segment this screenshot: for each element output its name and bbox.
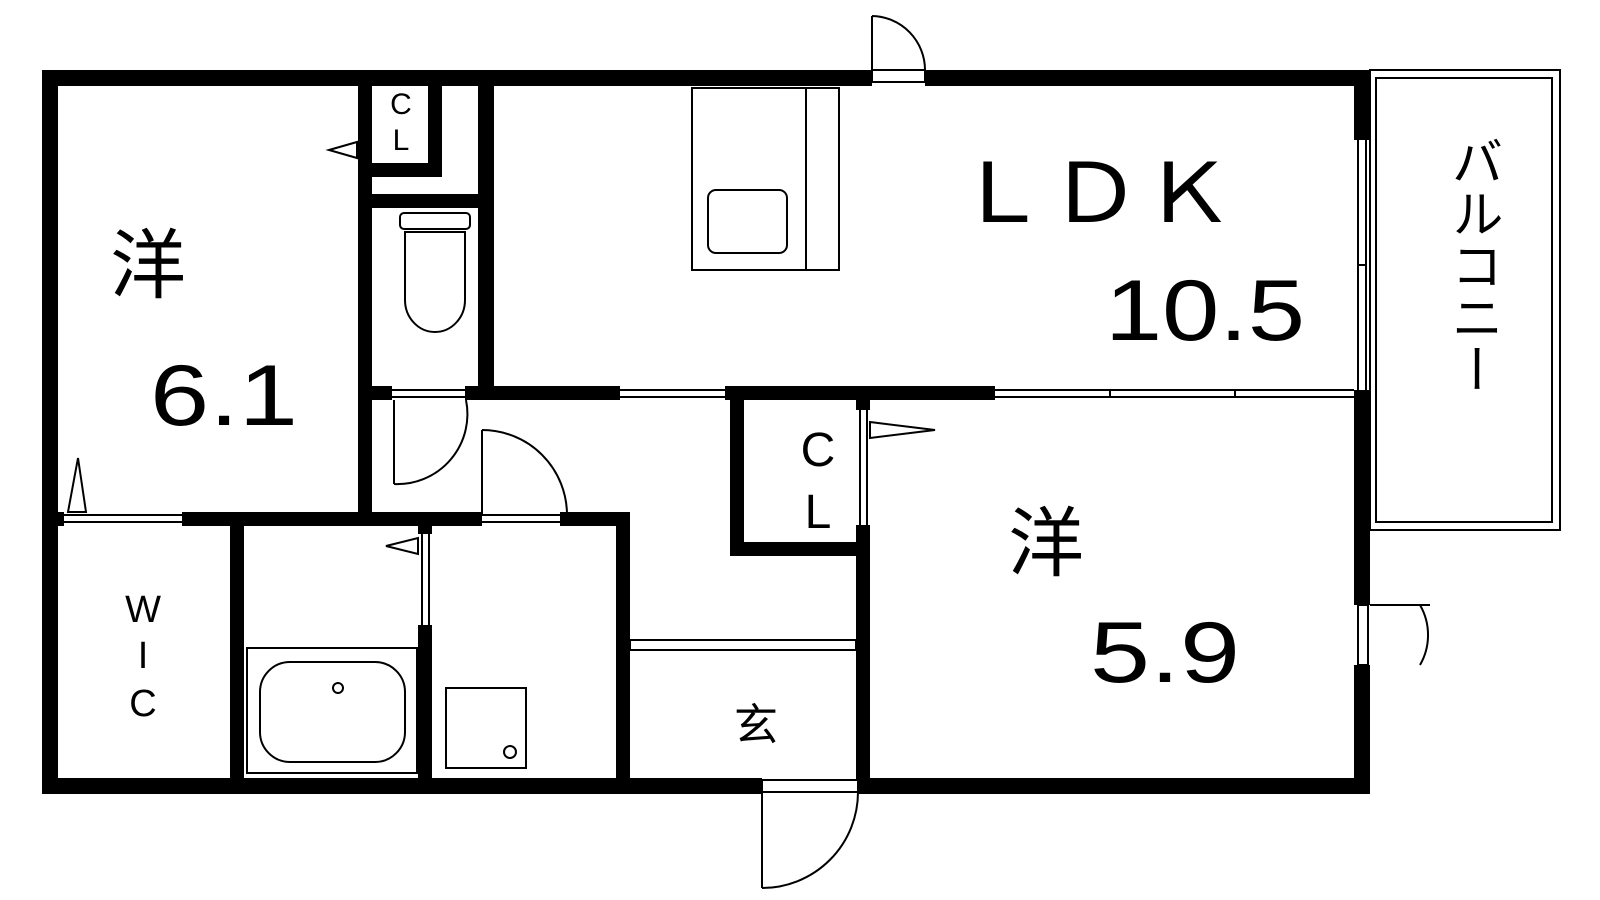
wic-line-1: W <box>125 589 161 631</box>
western-room-1-label: 洋 <box>110 224 186 309</box>
bathtub <box>246 647 418 774</box>
wic-line-2: I <box>138 635 149 677</box>
wic-line-3: C <box>129 683 156 725</box>
western-room-1-size: 6.1 <box>150 348 298 444</box>
toilet-fixture <box>399 212 471 333</box>
ldk-size: 10.5 <box>1105 263 1305 359</box>
closet-small-line-2: L <box>393 124 410 157</box>
closet-hall-line-2: L <box>805 486 832 539</box>
entrance-label: 玄 <box>734 701 778 750</box>
outer-walls <box>42 70 1370 794</box>
western-room-2-size: 5.9 <box>1090 605 1240 701</box>
doors <box>393 15 1430 889</box>
western-room-2-label: 洋 <box>1008 502 1084 587</box>
closet-hall-line-1: C <box>801 424 836 477</box>
interior-walls <box>42 70 995 792</box>
balcony-label: バルコニー <box>1443 135 1501 395</box>
ldk-label: ＬＤＫ <box>955 149 1235 240</box>
closet-small-line-1: C <box>390 88 412 121</box>
balcony <box>1369 69 1561 531</box>
door-markers <box>66 140 936 556</box>
washing-machine-pan <box>445 687 527 769</box>
openings <box>64 90 1367 651</box>
kitchen-counter <box>691 87 840 271</box>
labels: 洋 6.1 ＬＤＫ 10.5 洋 5.9 バルコニー W I C C L C L… <box>110 88 1501 750</box>
